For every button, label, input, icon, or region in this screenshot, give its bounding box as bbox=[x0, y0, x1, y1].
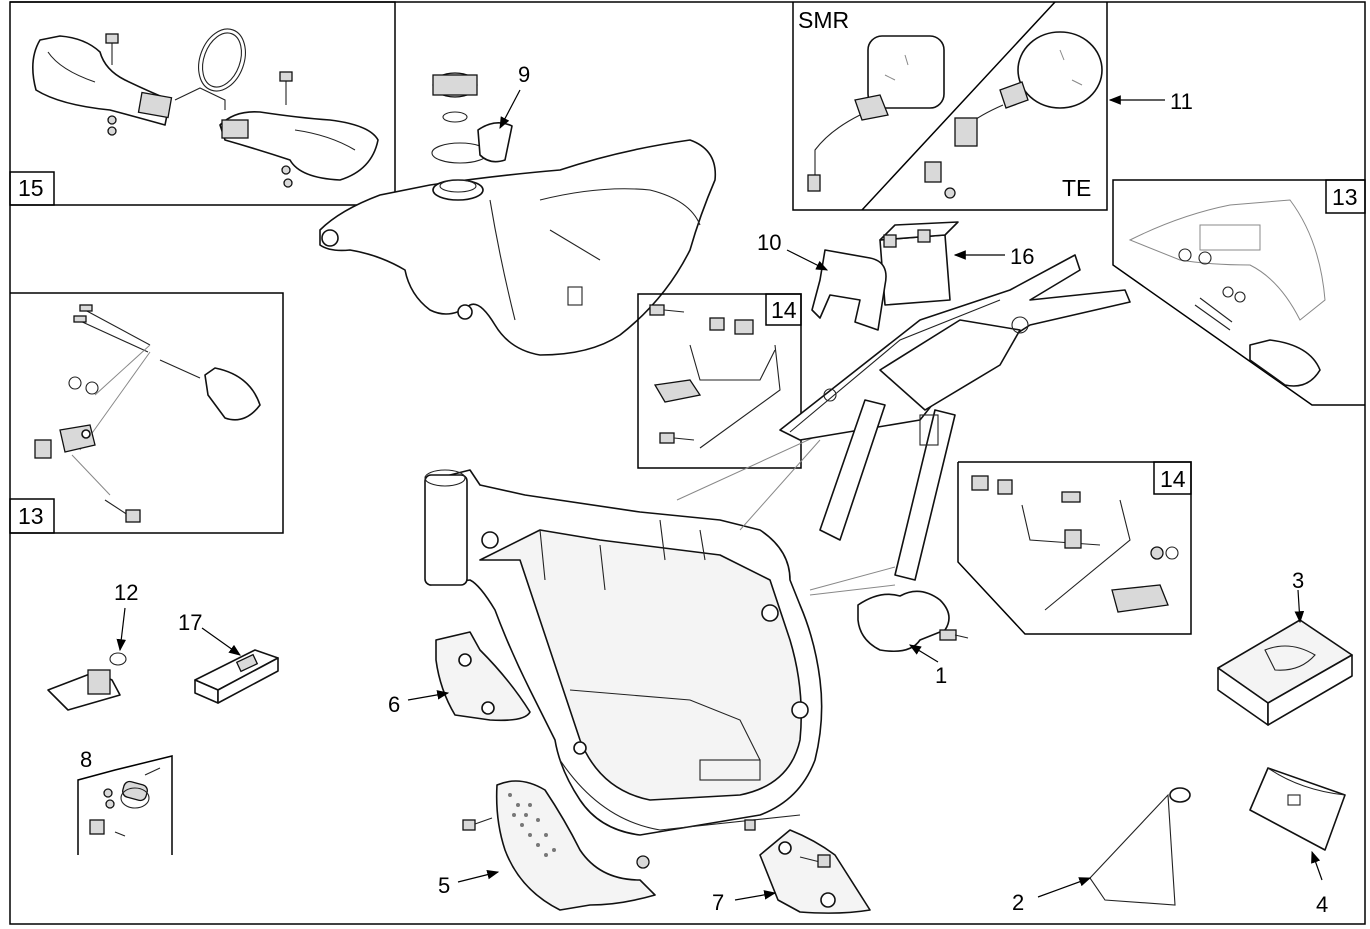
callout-5: 5 bbox=[438, 873, 450, 898]
callout-1: 1 bbox=[935, 663, 947, 688]
callout-6: 6 bbox=[388, 692, 400, 717]
rear-indicator-panel: 13 bbox=[1112, 179, 1366, 406]
footrest-upper-panel-number: 14 bbox=[771, 297, 797, 323]
callout-17: 17 bbox=[178, 610, 202, 635]
key bbox=[47, 652, 127, 711]
footrest-lower-panel-number: 14 bbox=[1160, 466, 1186, 492]
callout-3: 3 bbox=[1292, 568, 1304, 593]
footrest-lower-panel: 14 bbox=[957, 461, 1192, 635]
frame-guard bbox=[857, 590, 969, 653]
battery-cover bbox=[811, 249, 887, 331]
front-indicator-panel: 13 bbox=[9, 292, 284, 534]
stand bbox=[1089, 787, 1191, 906]
mirrors-panel: SMR TE bbox=[792, 1, 1108, 211]
skid-plate bbox=[462, 780, 656, 911]
callout-11: 11 bbox=[1170, 89, 1193, 114]
main-frame bbox=[424, 469, 823, 836]
callout-8: 8 bbox=[80, 747, 92, 772]
callout-10: 10 bbox=[757, 230, 781, 255]
callout-4: 4 bbox=[1316, 892, 1328, 917]
front-indicator-panel-number: 13 bbox=[18, 503, 44, 529]
diagram-border bbox=[9, 1, 1366, 925]
rear-subframe bbox=[779, 254, 1131, 581]
decal bbox=[194, 649, 279, 704]
callout-2: 2 bbox=[1012, 890, 1024, 915]
side-guard-right bbox=[744, 819, 871, 914]
footrest-upper-panel: 14 bbox=[637, 293, 802, 469]
callout-12: 12 bbox=[114, 580, 138, 605]
tool-bag bbox=[1249, 767, 1346, 851]
mirror-variant-te: TE bbox=[1062, 175, 1091, 201]
callout-7: 7 bbox=[712, 890, 724, 915]
clamp-kit bbox=[77, 755, 173, 855]
handguards-panel: 15 bbox=[9, 1, 396, 206]
mirror-variant-smr: SMR bbox=[798, 7, 849, 33]
callout-9: 9 bbox=[518, 62, 530, 87]
manual bbox=[1217, 619, 1353, 726]
rear-indicator-panel-number: 13 bbox=[1332, 184, 1358, 210]
side-guard-left bbox=[435, 631, 531, 722]
handguards-panel-number: 15 bbox=[18, 175, 44, 201]
battery bbox=[879, 221, 959, 306]
fuel-tank bbox=[319, 72, 717, 356]
callout-16: 16 bbox=[1010, 244, 1034, 269]
